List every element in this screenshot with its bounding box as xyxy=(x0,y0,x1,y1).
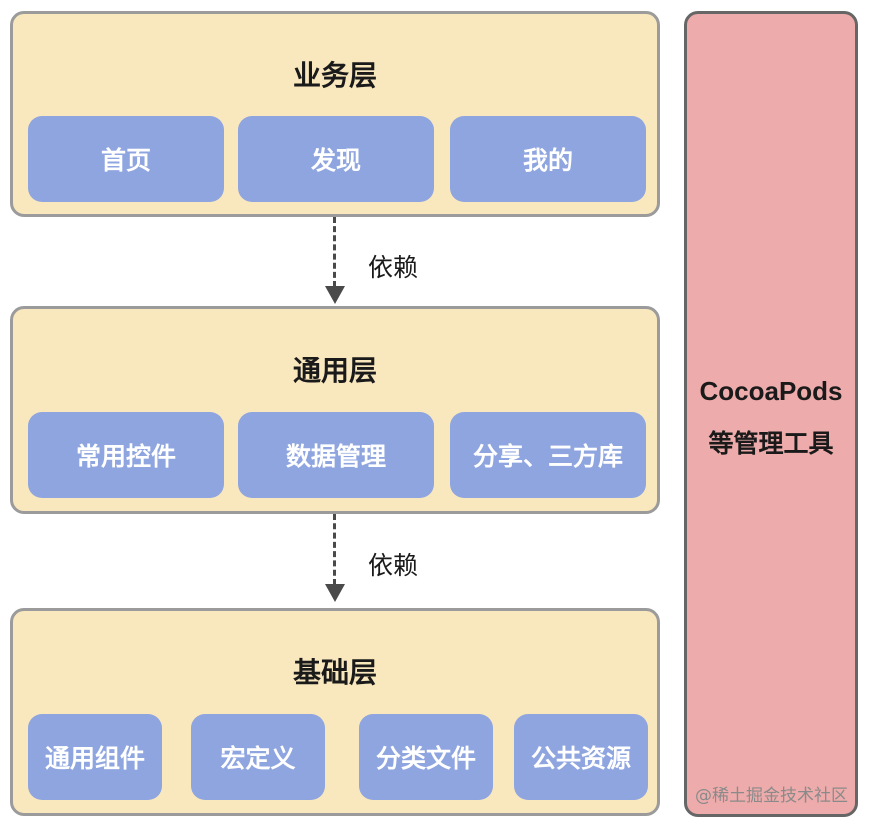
tool-description: 等管理工具 xyxy=(708,429,834,458)
common-layer: 通用层 常用控件 数据管理 分享、三方库 xyxy=(10,306,660,514)
module-macros: 宏定义 xyxy=(191,714,325,800)
module-common-controls: 常用控件 xyxy=(28,412,224,498)
dependency-line-1 xyxy=(333,217,336,287)
module-data-management: 数据管理 xyxy=(238,412,434,498)
business-layer: 业务层 首页 发现 我的 xyxy=(10,11,660,217)
dependency-tool-panel: CocoaPods 等管理工具 xyxy=(684,11,858,817)
module-mine: 我的 xyxy=(450,116,646,202)
module-share-third-party: 分享、三方库 xyxy=(450,412,646,498)
tool-name: CocoaPods xyxy=(699,376,843,406)
module-home: 首页 xyxy=(28,116,224,202)
dependency-label-2: 依赖 xyxy=(368,551,419,580)
dependency-line-2 xyxy=(333,514,336,585)
module-public-resources: 公共资源 xyxy=(514,714,648,800)
module-common-components: 通用组件 xyxy=(28,714,162,800)
dependency-arrow-1 xyxy=(325,286,345,304)
watermark: @稀土掘金技术社区 xyxy=(695,786,848,806)
module-discover: 发现 xyxy=(238,116,434,202)
base-layer: 基础层 通用组件 宏定义 分类文件 公共资源 xyxy=(10,608,660,816)
common-layer-title: 通用层 xyxy=(292,354,377,387)
dependency-label-1: 依赖 xyxy=(368,253,419,282)
business-layer-title: 业务层 xyxy=(292,59,377,92)
module-category-files: 分类文件 xyxy=(359,714,493,800)
dependency-arrow-2 xyxy=(325,584,345,602)
base-layer-title: 基础层 xyxy=(292,656,377,689)
